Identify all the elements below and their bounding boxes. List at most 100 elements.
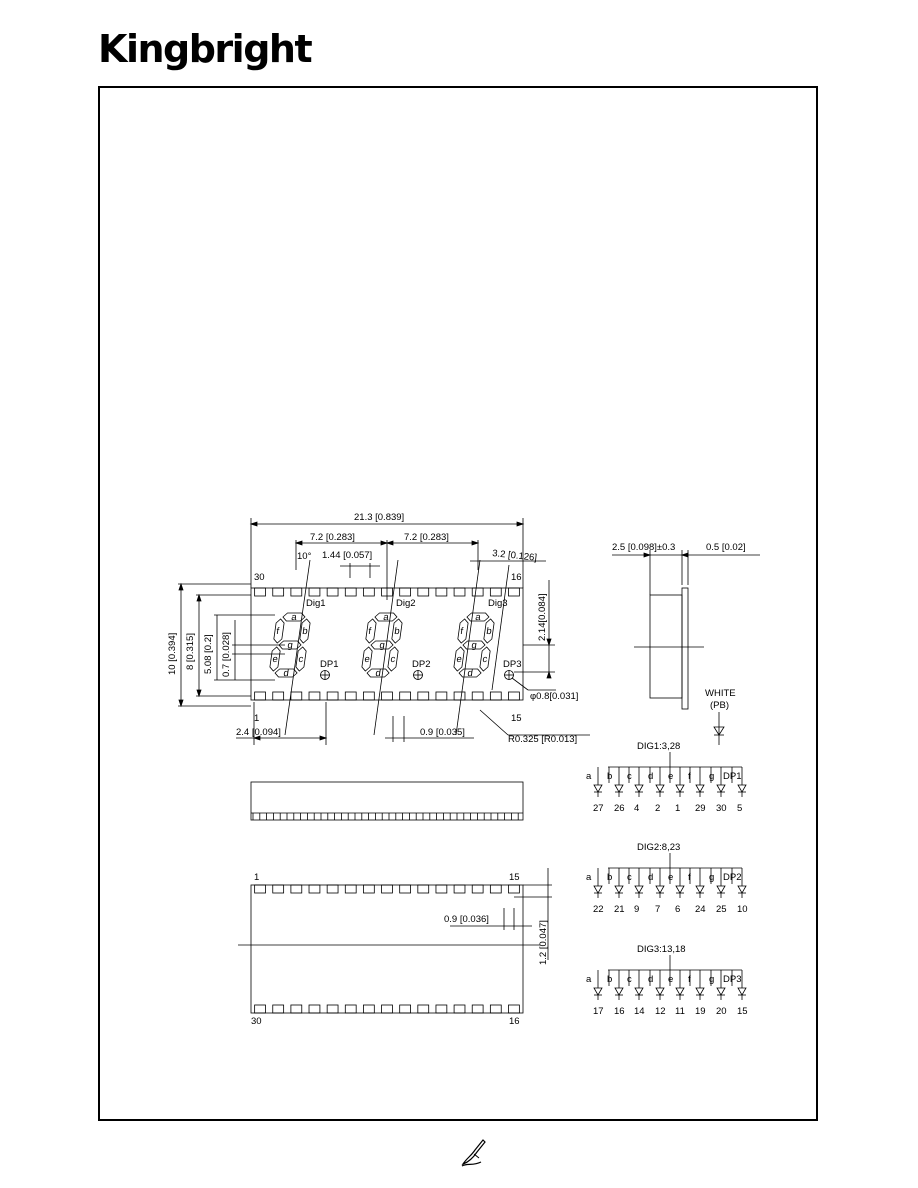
dp1-mark <box>320 670 330 680</box>
pin-notch <box>399 691 411 701</box>
diode <box>737 885 747 894</box>
pin-number: 26 <box>614 803 625 814</box>
segment-b <box>299 618 311 644</box>
dp3-mark <box>504 670 514 680</box>
segment-name: d <box>648 872 653 883</box>
segment-label-a: a <box>475 612 483 623</box>
pin-number: 14 <box>634 1006 645 1017</box>
dim-height-total: 10 [0.394] <box>167 633 178 675</box>
pin-notch <box>381 1004 393 1014</box>
pin-notch <box>326 884 339 894</box>
segment-label-b: b <box>302 626 309 637</box>
pin-notch <box>508 587 520 597</box>
segment-d <box>274 668 298 678</box>
segment-f <box>457 618 469 644</box>
pin-number: 11 <box>675 1006 685 1017</box>
drawing-frame <box>98 86 818 1121</box>
pin-notch <box>363 587 375 597</box>
pin-notch <box>471 1004 484 1014</box>
dp3-label: DP3 <box>503 659 521 670</box>
pin-notch <box>344 884 357 894</box>
pin-notch <box>399 884 411 894</box>
pin1-label: 1 <box>254 713 259 724</box>
pen-signature-icon <box>461 1139 486 1167</box>
segment-name: f <box>688 872 691 883</box>
bottom-view <box>238 868 552 1014</box>
pin-notch <box>471 884 484 894</box>
dim-dp-height: 2.14[0.084] <box>537 593 548 641</box>
pin-notch <box>489 691 502 701</box>
dig1-label: Dig1 <box>306 598 326 609</box>
diode <box>695 987 705 996</box>
pin-number: 2 <box>655 803 660 814</box>
pin-notch <box>363 884 375 894</box>
segment-name: e <box>668 771 673 782</box>
circuit-title: DIG2:8,23 <box>637 842 680 853</box>
diode <box>634 987 644 996</box>
pin-notch <box>254 587 266 597</box>
dim-slant: 10° <box>297 551 312 562</box>
pin-number: 19 <box>695 1006 706 1017</box>
bottom-pin15-label: 15 <box>509 872 520 883</box>
pin-notch <box>381 691 393 701</box>
diode <box>737 987 747 996</box>
segment-label-b: b <box>486 626 493 637</box>
diode <box>614 987 624 996</box>
pin-notch <box>308 884 321 894</box>
segment-label-e: e <box>364 654 371 665</box>
dim-bottom-pin-len: 1.2 [0.047] <box>538 920 549 965</box>
diode <box>695 784 705 793</box>
diode <box>655 885 665 894</box>
pin-number: 16 <box>614 1006 625 1017</box>
dim-dp-offset: 3.2 [0.126] <box>492 548 538 564</box>
segment-name: a <box>586 771 592 782</box>
pin-number: 24 <box>695 904 706 915</box>
diode <box>593 885 603 894</box>
segment-e <box>269 646 281 672</box>
dp2-label: DP2 <box>412 659 430 670</box>
pin-notch <box>417 1004 430 1014</box>
segment-name: b <box>607 974 612 985</box>
pin-notch <box>272 587 285 597</box>
pin-notch <box>453 1004 466 1014</box>
segment-a <box>374 612 398 622</box>
pin-notch <box>290 884 303 894</box>
segment-f <box>365 618 377 644</box>
pin-notch <box>471 691 484 701</box>
dim-pitch-1: 7.2 [0.283] <box>310 532 355 543</box>
pin-notch <box>453 884 466 894</box>
segment-g <box>462 640 486 650</box>
segment-a <box>466 612 490 622</box>
pin-notch <box>489 884 502 894</box>
pin-notch <box>399 587 411 597</box>
diode <box>634 784 644 793</box>
pin-notch <box>489 587 502 597</box>
segment-d <box>366 668 390 678</box>
pin-number: 12 <box>655 1006 666 1017</box>
pin-notch <box>344 691 357 701</box>
pin16-label: 16 <box>511 572 522 583</box>
pin15-label: 15 <box>511 713 522 724</box>
pin-number: 30 <box>716 803 727 814</box>
pin-notch <box>489 1004 502 1014</box>
pin-number: 6 <box>675 904 680 915</box>
brand-logo: Kingbright <box>98 27 313 71</box>
pin-notch <box>363 691 375 701</box>
segment-name: c <box>627 771 632 782</box>
pin-notch <box>308 1004 321 1014</box>
pin-number: 9 <box>634 904 639 915</box>
dim-bottom-pin-gap: 0.9 [0.036] <box>444 914 489 925</box>
pb-label: (PB) <box>710 700 729 711</box>
diode <box>737 784 747 793</box>
pin-number: 22 <box>593 904 604 915</box>
pin-notch <box>453 691 466 701</box>
diode <box>593 784 603 793</box>
side-view <box>612 550 760 745</box>
segment-c <box>387 646 399 672</box>
